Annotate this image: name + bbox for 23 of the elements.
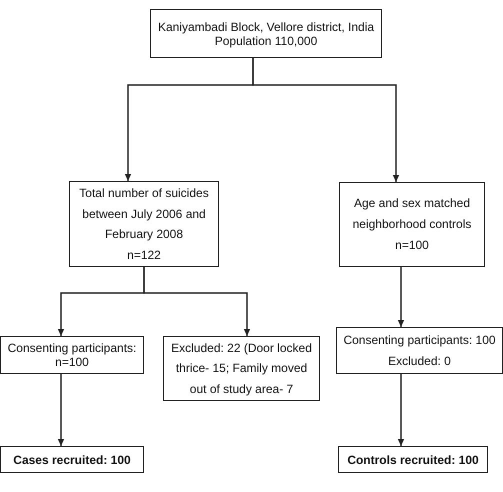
step-text: Kaniyambadi Block, Vellore district, India bbox=[158, 20, 374, 34]
process-box bbox=[336, 327, 503, 374]
arrow bbox=[398, 267, 404, 327]
step-text: Consenting participants: 100 bbox=[343, 332, 496, 348]
arrow bbox=[143, 267, 250, 336]
step-text: Excluded: 0 bbox=[388, 352, 451, 370]
process-box bbox=[150, 9, 382, 58]
result-text: Controls recruited: 100 bbox=[347, 452, 479, 466]
step-text: n=100 bbox=[395, 237, 429, 254]
result-text: Cases recruited: 100 bbox=[13, 452, 131, 466]
process-box bbox=[339, 182, 485, 267]
process-box bbox=[338, 446, 488, 473]
step-text: Consenting participants: n=100 bbox=[6, 341, 138, 369]
arrow bbox=[398, 374, 404, 446]
process-box bbox=[163, 336, 320, 401]
process-box bbox=[0, 336, 144, 374]
arrow bbox=[252, 58, 400, 182]
process-box bbox=[0, 446, 144, 473]
step-text: n=122 bbox=[127, 246, 161, 264]
process-box bbox=[69, 181, 219, 267]
arrow bbox=[58, 374, 64, 446]
step-text: Excluded: 22 (Door locked thrice- 15; Family moved out of study area- 7 bbox=[170, 340, 313, 398]
step-text: Population 110,000 bbox=[214, 34, 318, 48]
